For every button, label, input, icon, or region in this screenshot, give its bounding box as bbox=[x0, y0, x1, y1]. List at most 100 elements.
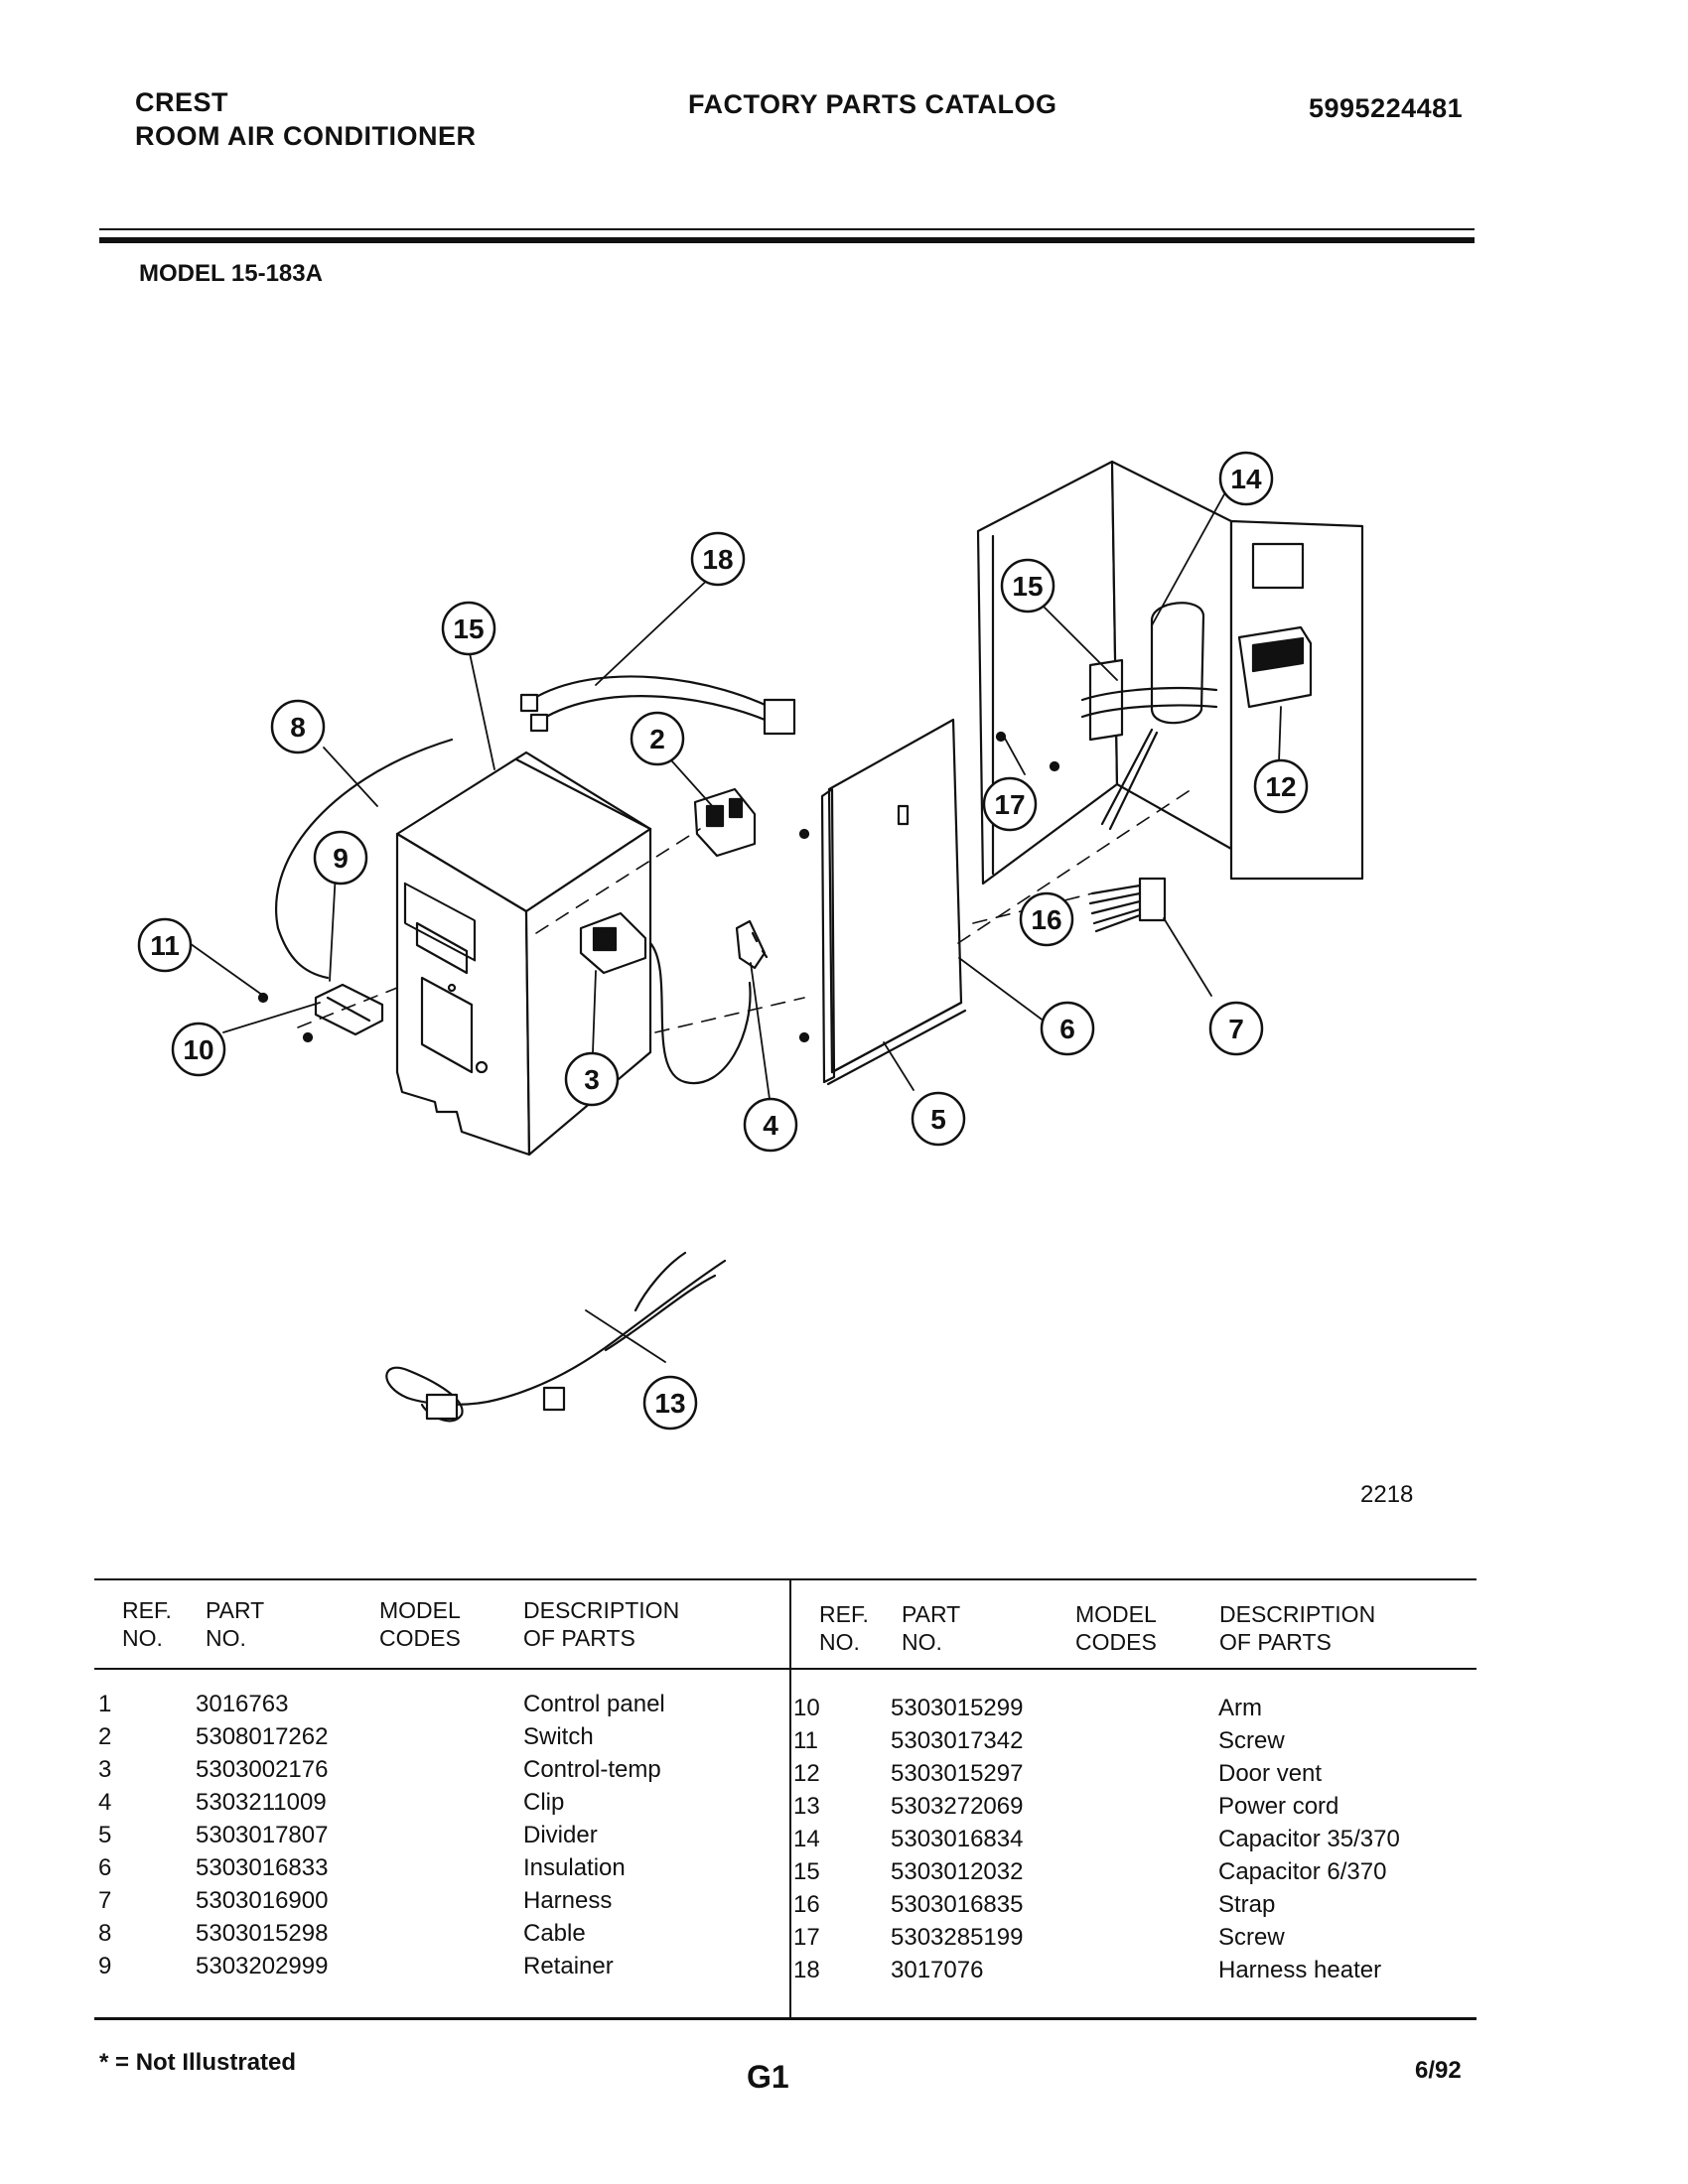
callout-17-label: 17 bbox=[994, 789, 1025, 820]
callout-13: 13 bbox=[642, 1375, 698, 1431]
callout-10: 10 bbox=[171, 1022, 226, 1077]
callout-6-label: 6 bbox=[1059, 1014, 1075, 1044]
part-ref-no: 6 bbox=[98, 1854, 112, 1881]
part-number: 5303017807 bbox=[196, 1822, 329, 1848]
power-cord-part bbox=[385, 1251, 727, 1423]
header-ref: REF.NO. bbox=[122, 1597, 172, 1651]
part-description: Clip bbox=[523, 1789, 565, 1816]
part-description: Control-temp bbox=[523, 1756, 661, 1783]
callout-3-label: 3 bbox=[584, 1064, 600, 1095]
table-top-rule bbox=[94, 1578, 1477, 1580]
part-ref-no: 2 bbox=[98, 1723, 112, 1750]
page-code: G1 bbox=[747, 2059, 789, 2095]
part-number: 3017076 bbox=[891, 1957, 984, 1983]
callout-9-label: 9 bbox=[333, 843, 349, 874]
part-ref-no: 18 bbox=[793, 1957, 820, 1983]
part-ref-no: 15 bbox=[793, 1858, 820, 1885]
catalog-title: FACTORY PARTS CATALOG bbox=[688, 89, 1057, 119]
callout-7: 7 bbox=[1208, 1001, 1264, 1056]
callout-17: 17 bbox=[982, 776, 1038, 832]
part-ref-no: 5 bbox=[98, 1822, 112, 1848]
part-number: 5303016834 bbox=[891, 1826, 1024, 1852]
cabinet-assembly bbox=[976, 460, 1364, 886]
part-description: Divider bbox=[523, 1822, 598, 1848]
header-divider-thick bbox=[99, 237, 1475, 243]
part-ref-no: 4 bbox=[98, 1789, 112, 1816]
cable-part bbox=[275, 738, 454, 980]
part-description: Switch bbox=[523, 1723, 594, 1750]
part-number: 5308017262 bbox=[196, 1723, 329, 1750]
divider-insulation-panel bbox=[820, 718, 967, 1086]
callout-14: 14 bbox=[1218, 451, 1274, 506]
part-number: 5303016835 bbox=[891, 1891, 1024, 1918]
callout-9: 9 bbox=[313, 830, 368, 886]
part-description: Capacitor 35/370 bbox=[1218, 1826, 1400, 1852]
part-number: 5303012032 bbox=[891, 1858, 1024, 1885]
part-ref-no: 11 bbox=[793, 1727, 818, 1754]
callout-5-label: 5 bbox=[930, 1104, 946, 1135]
clip-part bbox=[735, 919, 769, 970]
part-number: 5303002176 bbox=[196, 1756, 329, 1783]
part-description: Power cord bbox=[1218, 1793, 1339, 1820]
part-description: Capacitor 6/370 bbox=[1218, 1858, 1387, 1885]
switch-part bbox=[693, 787, 757, 858]
part-description: Retainer bbox=[523, 1953, 614, 1979]
callout-14-label: 14 bbox=[1230, 464, 1262, 494]
part-number: 5303017342 bbox=[891, 1727, 1024, 1754]
part-ref-no: 13 bbox=[793, 1793, 820, 1820]
part-description: Insulation bbox=[523, 1854, 626, 1881]
part-description: Screw bbox=[1218, 1727, 1285, 1754]
callout-12-label: 12 bbox=[1265, 771, 1296, 802]
header-divider-thin bbox=[99, 228, 1475, 230]
part-description: Control panel bbox=[523, 1691, 665, 1717]
part-ref-no: 14 bbox=[793, 1826, 820, 1852]
callout-15b: 15 bbox=[1000, 558, 1055, 614]
part-description: Strap bbox=[1218, 1891, 1276, 1918]
part-number: 5303211009 bbox=[196, 1789, 327, 1816]
part-ref-no: 7 bbox=[98, 1887, 112, 1914]
harness-connector bbox=[1088, 877, 1167, 933]
callout-15: 15 bbox=[441, 601, 496, 656]
exploded-parts-diagram: 2 3 4 5 6 7 8 9 10 11 12 13 14 15 15 16 … bbox=[137, 451, 1364, 1431]
callout-4-label: 4 bbox=[763, 1110, 778, 1141]
part-number: 5303202999 bbox=[196, 1953, 329, 1979]
table-bottom-rule bbox=[94, 2017, 1477, 2020]
callout-15-label: 15 bbox=[453, 614, 484, 644]
control-temp-part bbox=[579, 911, 752, 1085]
catalog-date: 6/92 bbox=[1415, 2057, 1462, 2084]
callout-5: 5 bbox=[911, 1091, 966, 1147]
part-number: 5303285199 bbox=[891, 1924, 1024, 1951]
part-number: 5303272069 bbox=[891, 1793, 1024, 1820]
part-ref-no: 1 bbox=[98, 1691, 112, 1717]
callout-6: 6 bbox=[1040, 1001, 1095, 1056]
control-panel-box bbox=[395, 751, 652, 1157]
callout-8: 8 bbox=[270, 699, 326, 754]
part-ref-no: 8 bbox=[98, 1920, 112, 1947]
callout-4: 4 bbox=[743, 1097, 798, 1153]
callout-2: 2 bbox=[630, 711, 685, 766]
part-ref-no: 9 bbox=[98, 1953, 112, 1979]
header-ref-right: REF.NO. bbox=[819, 1601, 869, 1655]
callout-15b-label: 15 bbox=[1012, 571, 1043, 602]
not-illustrated-note: * = Not Illustrated bbox=[99, 2049, 297, 2076]
part-description: Screw bbox=[1218, 1924, 1285, 1951]
part-number: 3016763 bbox=[196, 1691, 289, 1717]
callout-11-label: 11 bbox=[150, 930, 180, 961]
callout-2-label: 2 bbox=[649, 724, 665, 754]
part-description: Cable bbox=[523, 1920, 586, 1947]
screw-parts bbox=[257, 731, 1060, 1043]
part-number: 5303015297 bbox=[891, 1760, 1024, 1787]
callout-18-label: 18 bbox=[702, 544, 733, 575]
part-description: Arm bbox=[1218, 1695, 1262, 1721]
callout-11: 11 bbox=[137, 917, 193, 973]
part-ref-no: 10 bbox=[793, 1695, 820, 1721]
part-ref-no: 16 bbox=[793, 1891, 820, 1918]
callout-18: 18 bbox=[690, 531, 746, 587]
part-ref-no: 17 bbox=[793, 1924, 820, 1951]
